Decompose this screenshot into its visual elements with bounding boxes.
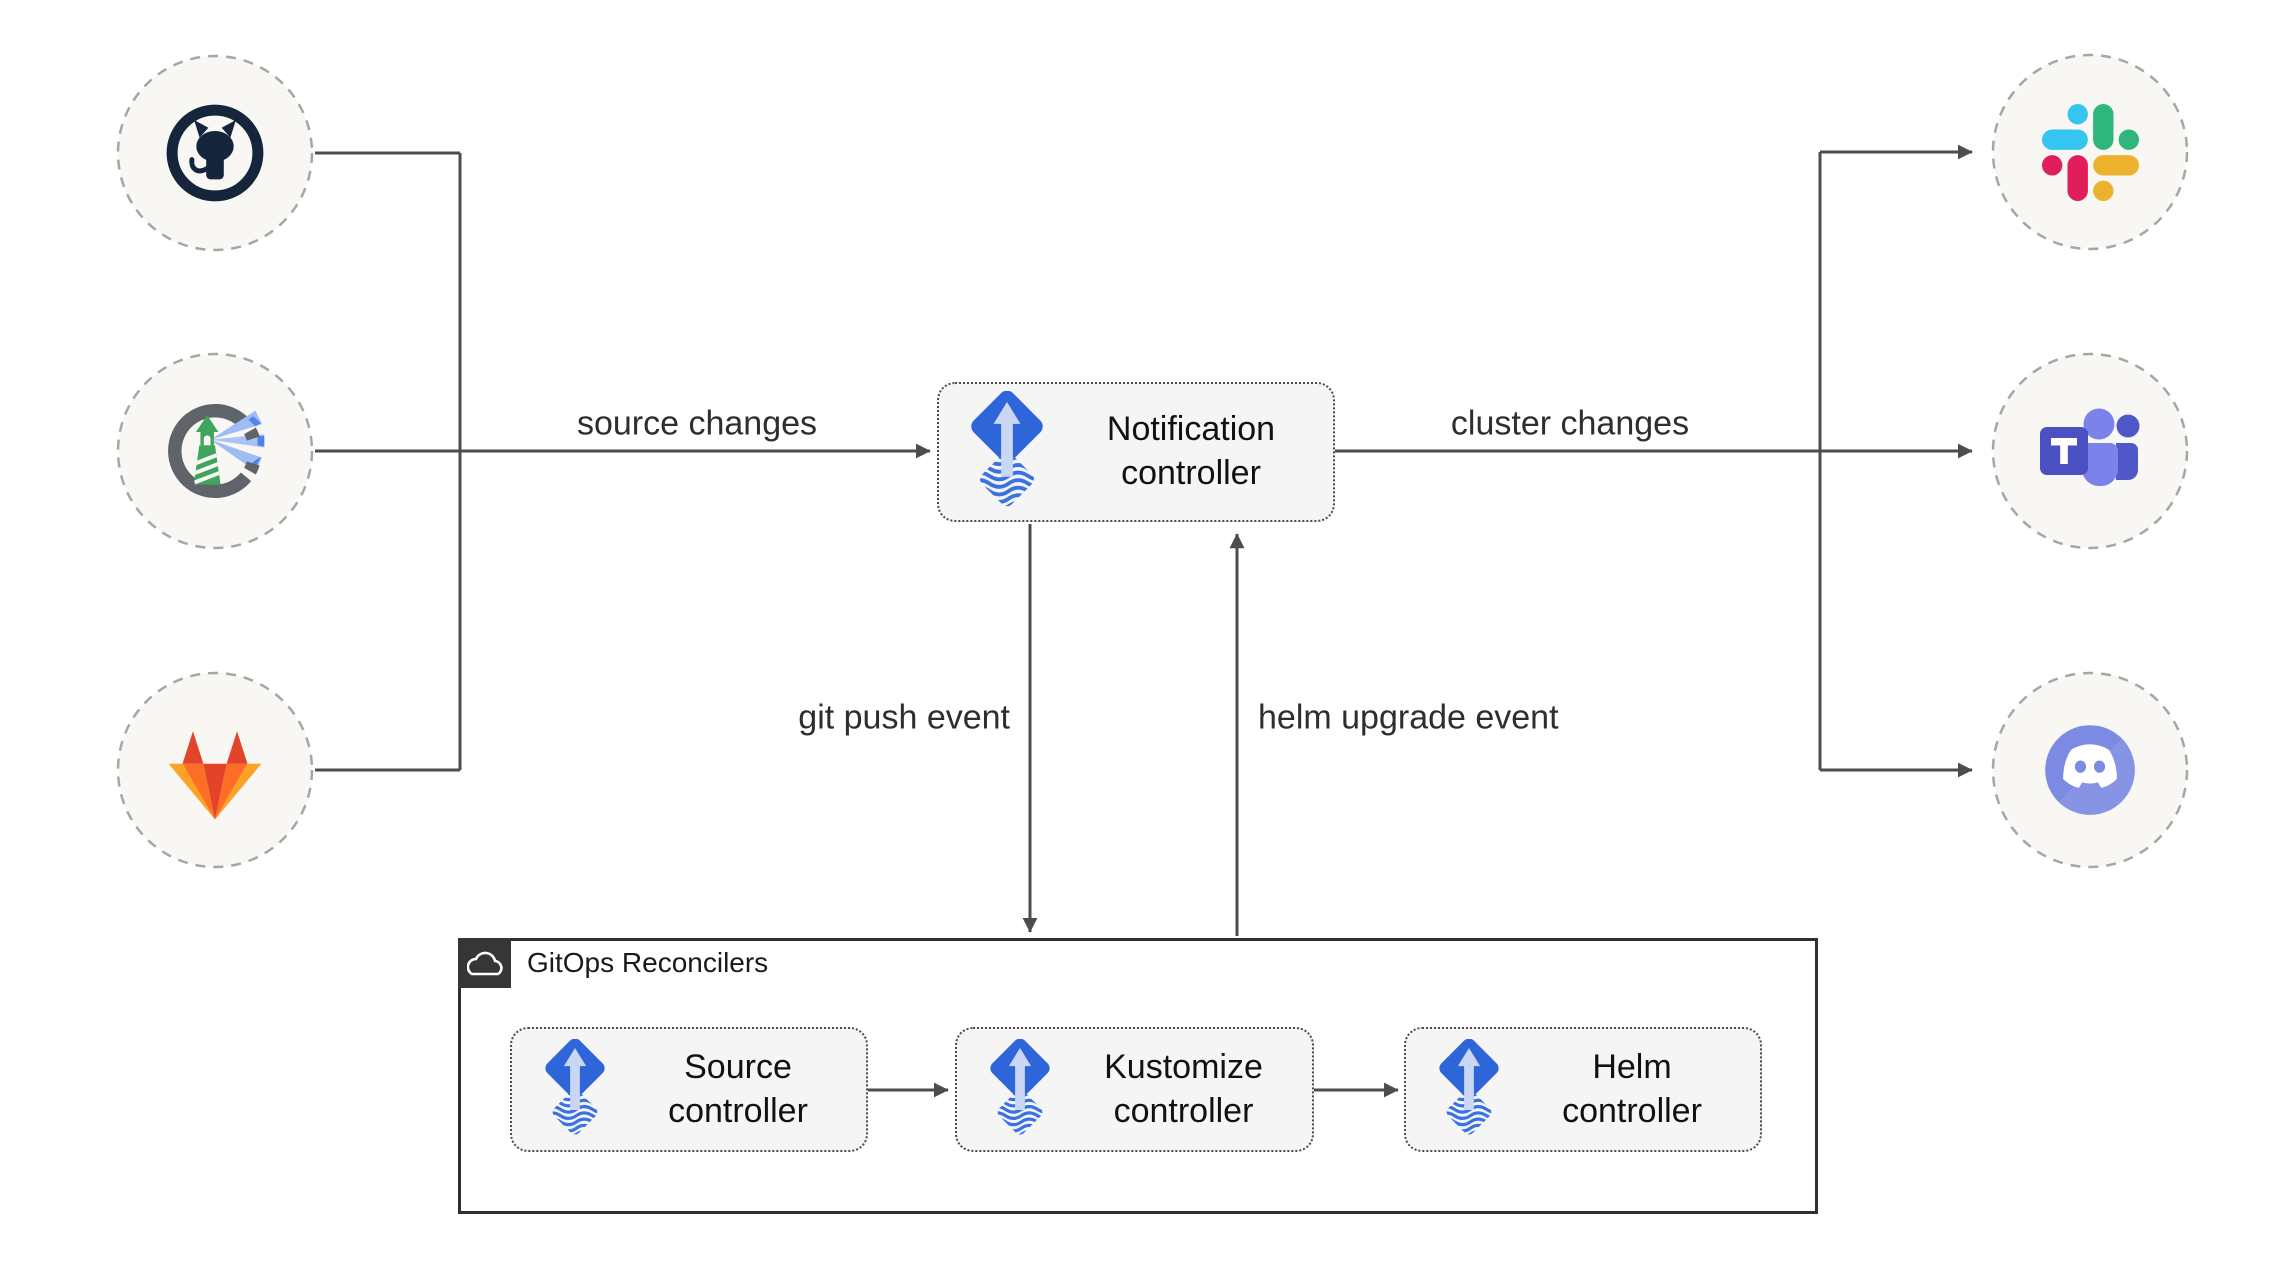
helm-upgrade-event-label: helm upgrade event [1258, 698, 1559, 737]
notification-controller-label: Notification controller [1106, 410, 1276, 492]
source-controller-node: Source controller [510, 1027, 868, 1152]
gitlab-node [115, 670, 315, 870]
cloud-icon [466, 951, 503, 976]
teams-node [1990, 351, 2190, 551]
source-changes-label: source changes [576, 404, 818, 443]
kustomize-controller-node: Kustomize controller [955, 1027, 1314, 1152]
harbor-icon [116, 352, 314, 550]
cluster-changes-label: cluster changes [1450, 404, 1690, 443]
kustomize-controller-label: Kustomize controller [1104, 1047, 1263, 1130]
slack-node [1990, 52, 2190, 252]
notification-controller-node: Notification controller [937, 382, 1335, 522]
flux-icon [965, 391, 1049, 513]
helm-controller-label: Helm controller [1562, 1047, 1702, 1130]
flux-icon [985, 1039, 1055, 1140]
flux-icon [1434, 1039, 1504, 1140]
discord-node [1990, 670, 2190, 870]
source-controller-label: Source controller [668, 1047, 808, 1130]
harbor-node [115, 351, 315, 551]
gitops-reconcilers-title: GitOps Reconcilers [527, 947, 769, 978]
git-push-event-label: git push event [798, 698, 1010, 737]
gitops-group-corner [458, 938, 511, 988]
discord-icon [1991, 671, 2189, 869]
gitops-reconcilers-group [458, 938, 1818, 1214]
helm-controller-node: Helm controller [1404, 1027, 1762, 1152]
github-icon [116, 54, 314, 252]
flux-icon [540, 1039, 610, 1140]
microsoft-teams-icon [1991, 352, 2189, 550]
github-node [115, 53, 315, 253]
slack-icon [1991, 53, 2189, 251]
gitlab-icon [116, 671, 314, 869]
